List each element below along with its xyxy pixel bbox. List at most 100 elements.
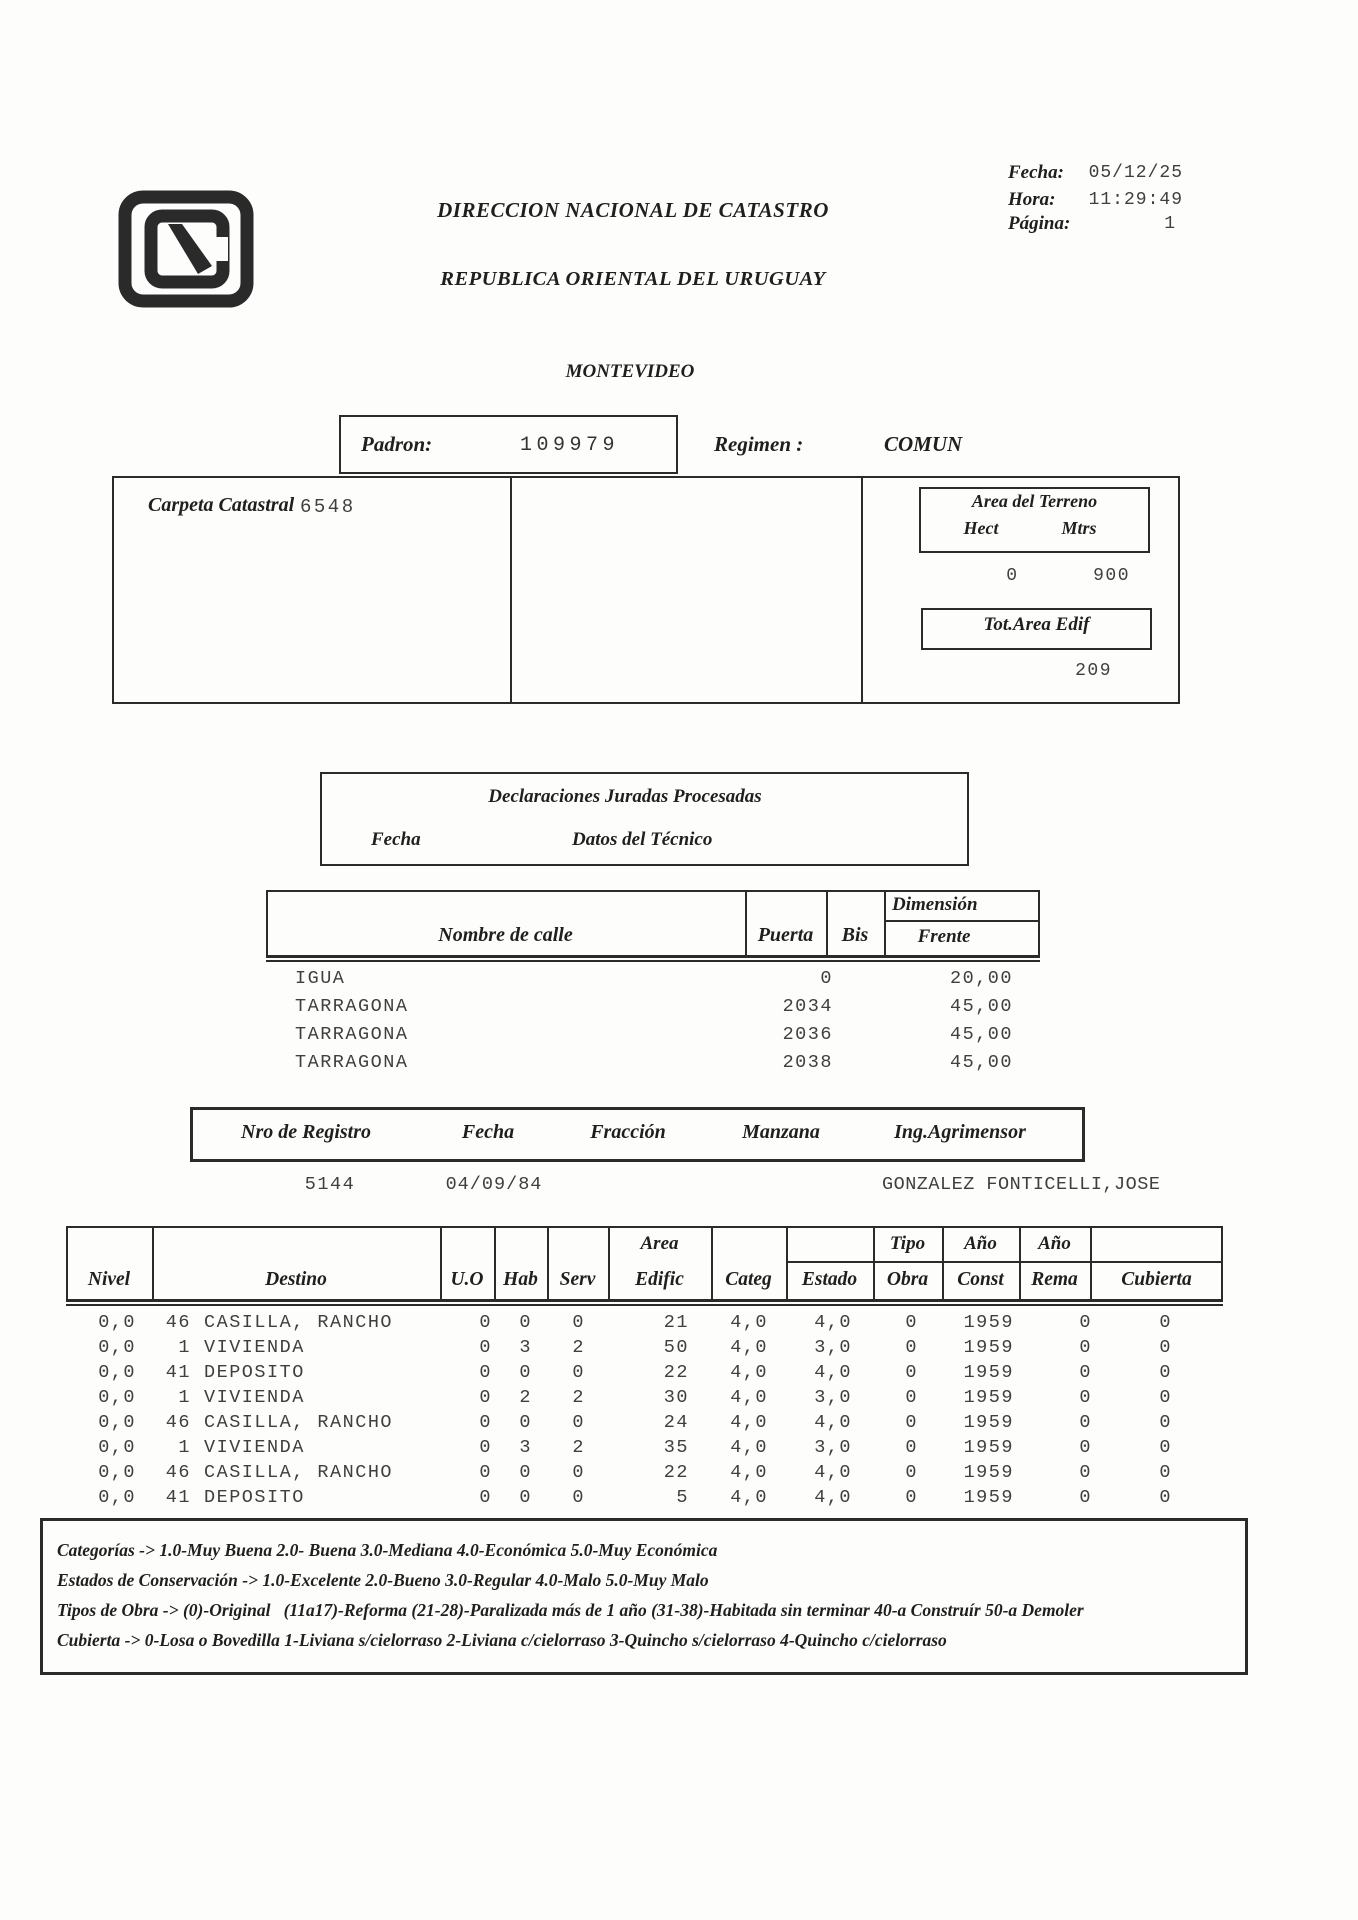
header-nivel: Nivel bbox=[87, 1269, 131, 1290]
parcel-divider-2 bbox=[861, 476, 863, 704]
con-categ: 4,0 bbox=[730, 1437, 768, 1458]
con-anio-rema: 0 bbox=[1079, 1312, 1092, 1333]
col-line-1 bbox=[152, 1226, 154, 1300]
con-categ: 4,0 bbox=[730, 1487, 768, 1508]
con-anio-rema: 0 bbox=[1079, 1487, 1092, 1508]
padron-label: Padron: bbox=[361, 432, 433, 456]
con-obra: 0 bbox=[905, 1412, 918, 1433]
header-obra: Obra bbox=[886, 1269, 929, 1290]
con-uo: 0 bbox=[479, 1437, 492, 1458]
con-serv: 2 bbox=[572, 1337, 585, 1358]
calle-frente: 45,00 bbox=[949, 1052, 1013, 1073]
con-nivel: 0,0 bbox=[98, 1337, 136, 1358]
calles-header-underline bbox=[266, 960, 1040, 962]
construccion-row: 0,0 41 DEPOSITO 0 0 0 22 4,0 4,0 0 1959 … bbox=[0, 1361, 1358, 1385]
header-estado: Estado bbox=[801, 1269, 858, 1290]
col-line-4 bbox=[547, 1226, 549, 1300]
con-anio-rema: 0 bbox=[1079, 1412, 1092, 1433]
con-estado: 4,0 bbox=[814, 1312, 852, 1333]
con-anio-rema: 0 bbox=[1079, 1462, 1092, 1483]
header-serv: Serv bbox=[559, 1269, 596, 1290]
notas-box bbox=[40, 1518, 1248, 1675]
hora-label: Hora: bbox=[1008, 189, 1056, 210]
calle-row: TARRAGONA 2034 45,00 bbox=[0, 995, 1358, 1019]
dnc-logo bbox=[118, 190, 254, 308]
con-hab: 0 bbox=[519, 1312, 532, 1333]
con-estado: 3,0 bbox=[814, 1437, 852, 1458]
con-nivel: 0,0 bbox=[98, 1387, 136, 1408]
header-anio-const: Año bbox=[964, 1233, 997, 1254]
con-serv: 0 bbox=[572, 1312, 585, 1333]
registro-box bbox=[190, 1107, 1085, 1162]
con-uo: 0 bbox=[479, 1362, 492, 1383]
header-anio-rema: Año bbox=[1038, 1233, 1071, 1254]
con-serv: 0 bbox=[572, 1487, 585, 1508]
registro-nro: 5144 bbox=[304, 1174, 356, 1195]
con-destino: VIVIENDA bbox=[204, 1437, 305, 1458]
carpeta-value: 6548 bbox=[300, 496, 356, 518]
con-anio-const: 1959 bbox=[963, 1312, 1014, 1333]
con-anio-const: 1959 bbox=[963, 1387, 1014, 1408]
fecha-label: Fecha: bbox=[1008, 162, 1064, 183]
regimen-label: Regimen : bbox=[714, 432, 804, 456]
con-destino-cod: 1 bbox=[178, 1437, 191, 1458]
con-serv: 0 bbox=[572, 1362, 585, 1383]
col-line-5 bbox=[608, 1226, 610, 1300]
con-uo: 0 bbox=[479, 1387, 492, 1408]
con-nivel: 0,0 bbox=[98, 1437, 136, 1458]
con-serv: 2 bbox=[572, 1437, 585, 1458]
header-edific: Edific bbox=[635, 1269, 684, 1290]
con-categ: 4,0 bbox=[730, 1362, 768, 1383]
con-destino: CASILLA, RANCHO bbox=[204, 1312, 394, 1333]
construcciones-header-underline bbox=[66, 1304, 1223, 1306]
con-nivel: 0,0 bbox=[98, 1312, 136, 1333]
con-uo: 0 bbox=[479, 1312, 492, 1333]
con-area: 22 bbox=[663, 1462, 689, 1483]
con-area: 35 bbox=[663, 1437, 689, 1458]
registro-header-nro: Nro de Registro bbox=[241, 1121, 371, 1143]
declaraciones-datos-label: Datos del Técnico bbox=[572, 829, 713, 850]
con-obra: 0 bbox=[905, 1437, 918, 1458]
header-uo: U.O bbox=[450, 1269, 484, 1290]
con-anio-const: 1959 bbox=[963, 1462, 1014, 1483]
con-destino: VIVIENDA bbox=[204, 1337, 305, 1358]
fecha-value: 05/12/25 bbox=[1088, 163, 1183, 183]
header-rema: Rema bbox=[1031, 1269, 1078, 1290]
con-uo: 0 bbox=[479, 1487, 492, 1508]
calles-header-box bbox=[266, 890, 1040, 958]
hect-label: Hect bbox=[963, 518, 999, 538]
con-cubierta: 0 bbox=[1159, 1312, 1172, 1333]
con-obra: 0 bbox=[905, 1312, 918, 1333]
con-destino-cod: 46 bbox=[165, 1312, 191, 1333]
con-area: 22 bbox=[663, 1362, 689, 1383]
con-area: 30 bbox=[663, 1387, 689, 1408]
nota-categorias: Categorías -> 1.0-Muy Buena 2.0- Buena 3… bbox=[57, 1540, 718, 1560]
construccion-row: 0,0 1 VIVIENDA 0 2 2 30 4,0 3,0 0 1959 0… bbox=[0, 1386, 1358, 1410]
tot-area-title: Tot.Area Edif bbox=[983, 614, 1090, 635]
con-nivel: 0,0 bbox=[98, 1412, 136, 1433]
regimen-value: COMUN bbox=[884, 432, 963, 456]
calle-puerta: 2036 bbox=[782, 1024, 833, 1045]
calle-frente: 45,00 bbox=[949, 1024, 1013, 1045]
con-destino-cod: 46 bbox=[165, 1462, 191, 1483]
con-destino: CASILLA, RANCHO bbox=[204, 1462, 394, 1483]
con-hab: 0 bbox=[519, 1362, 532, 1383]
con-anio-rema: 0 bbox=[1079, 1337, 1092, 1358]
nota-tipos: Tipos de Obra -> (0)-Original (11a17)-Re… bbox=[57, 1600, 1084, 1620]
header-mid-line bbox=[786, 1261, 1223, 1263]
con-obra: 0 bbox=[905, 1387, 918, 1408]
con-estado: 4,0 bbox=[814, 1487, 852, 1508]
con-estado: 3,0 bbox=[814, 1387, 852, 1408]
registro-header-fraccion: Fracción bbox=[590, 1121, 666, 1143]
col-line-11 bbox=[1090, 1226, 1092, 1300]
con-destino-cod: 41 bbox=[165, 1362, 191, 1383]
con-estado: 4,0 bbox=[814, 1462, 852, 1483]
con-uo: 0 bbox=[479, 1462, 492, 1483]
con-hab: 0 bbox=[519, 1487, 532, 1508]
con-nivel: 0,0 bbox=[98, 1462, 136, 1483]
con-hab: 0 bbox=[519, 1462, 532, 1483]
calles-divider-frente bbox=[884, 890, 886, 958]
parcel-box bbox=[112, 476, 1180, 704]
con-anio-const: 1959 bbox=[963, 1362, 1014, 1383]
